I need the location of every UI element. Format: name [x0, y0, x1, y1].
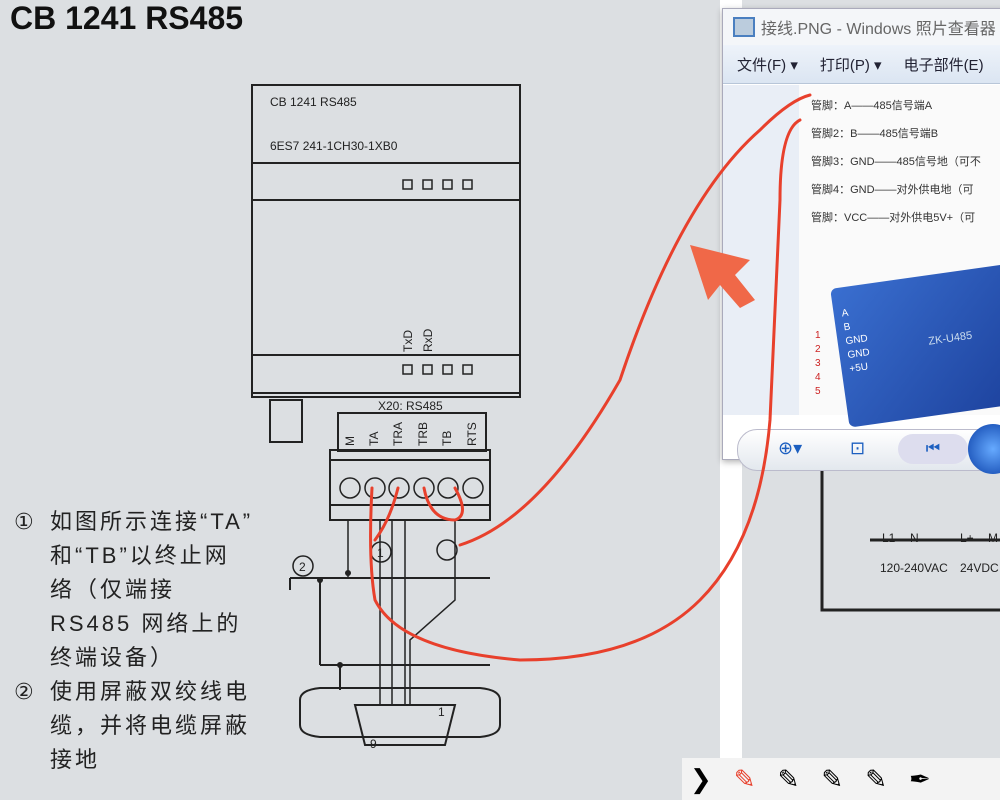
pin-desc: 管脚2：B——485信号端B	[811, 128, 939, 140]
term-label: L+	[960, 531, 974, 545]
pin-label: M	[343, 436, 357, 446]
pin-label: TRA	[391, 422, 405, 446]
module-body	[251, 84, 521, 398]
note-number: ②	[14, 679, 37, 704]
expand-icon[interactable]: ❯	[690, 763, 712, 794]
led-label: TxD	[401, 330, 415, 352]
pin-label: TB	[440, 431, 454, 446]
slideshow-button[interactable]	[968, 424, 1000, 474]
pen-toolbar: ❯ ✎ ✎ ✎ ✎ ✒	[682, 758, 1000, 800]
window-title: 接线.PNG - Windows 照片查看器	[761, 21, 996, 38]
pen-black-icon[interactable]: ✎	[865, 763, 887, 794]
menu-bar: 文件(F) ▾ 打印(P) ▾ 电子部件(E)	[723, 45, 1000, 84]
pen-red-icon[interactable]: ✎	[733, 763, 756, 794]
pin-desc: 管脚4：GND——对外供电地（可	[811, 184, 974, 196]
ac-label: 120-240VAC	[880, 561, 948, 575]
menu-file[interactable]: 文件(F) ▾	[737, 56, 798, 74]
slide-title: CB 1241 RS485	[10, 0, 244, 36]
pin-desc: 管脚：A——485信号端A	[811, 100, 933, 112]
window-titlebar[interactable]: 接线.PNG - Windows 照片查看器	[723, 9, 1000, 45]
pen-black-icon[interactable]: ✎	[821, 763, 844, 794]
module-order-number: 6ES7 241-1CH30-1XB0	[270, 139, 398, 153]
dc-label: 24VDC	[960, 561, 999, 575]
menu-email[interactable]: 电子部件(E)	[903, 56, 984, 74]
port-label: X20: RS485	[378, 399, 443, 413]
pin-desc: 管脚：VCC——对外供电5V+（可	[811, 212, 976, 224]
pin-desc: 管脚3：GND——485信号地（可不	[811, 156, 981, 168]
note-number: ①	[14, 509, 37, 534]
term-label: M	[988, 531, 998, 545]
viewer-controls: ⊕▾ ⊡ ⏮	[737, 424, 1000, 474]
pin-label: RTS	[465, 422, 479, 446]
note-text: 如图所示连接“TA” 和“TB”以终止网络（仅端接 RS485 网络上的终端设备…	[50, 509, 254, 670]
module-name: CB 1241 RS485	[270, 95, 357, 109]
menu-print[interactable]: 打印(P) ▾	[819, 56, 882, 74]
zoom-icon[interactable]: ⊕▾	[778, 438, 803, 458]
db9-pin-label: 9	[370, 737, 377, 751]
image-icon	[733, 17, 755, 37]
term-label: N	[910, 531, 919, 545]
db9-pin-label: 1	[438, 705, 445, 719]
note-text: 使用屏蔽双绞线电缆，并将电缆屏蔽接地	[50, 679, 251, 772]
image-area: 管脚：A——485信号端A 管脚2：B——485信号端B 管脚3：GND——48…	[723, 85, 1000, 428]
pin-label: TRB	[416, 422, 430, 446]
photo-viewer-window[interactable]: 接线.PNG - Windows 照片查看器 文件(F) ▾ 打印(P) ▾ 电…	[722, 8, 1000, 474]
marker-icon[interactable]: ✒	[908, 763, 931, 794]
pen-black-icon[interactable]: ✎	[777, 763, 800, 794]
pin-label: TA	[367, 432, 381, 446]
led-label: RxD	[421, 328, 435, 352]
term-label: L1	[882, 531, 896, 545]
fit-window-icon[interactable]: ⊡	[850, 438, 866, 458]
previous-button[interactable]: ⏮	[898, 434, 968, 464]
marker-2: 2	[299, 560, 306, 574]
notes: ① 如图所示连接“TA” 和“TB”以终止网络（仅端接 RS485 网络上的终端设…	[14, 505, 254, 777]
board-name: ZK-U485	[927, 329, 973, 348]
marker-1: 1	[377, 546, 384, 560]
